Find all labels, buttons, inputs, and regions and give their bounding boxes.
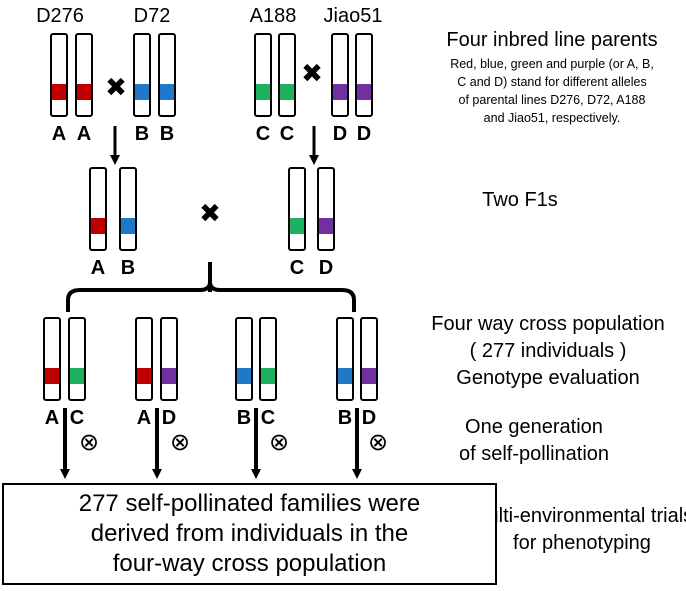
- families-box-text: 277 self-pollinated families were derive…: [79, 489, 421, 579]
- allele-label-d: D: [162, 407, 176, 429]
- allele-label-b: B: [338, 407, 352, 429]
- allele-band-b: [237, 368, 251, 384]
- parent-d276-chromosome-2: [75, 33, 93, 117]
- parents-note-line: C and D) stand for different alleles: [457, 75, 646, 89]
- selfing-symbol: ⊗: [170, 429, 190, 456]
- fwc-bd-chromosome-b: [336, 317, 354, 401]
- allele-label-b: B: [160, 123, 174, 145]
- allele-label-d: D: [362, 407, 376, 429]
- allele-label-d: D: [357, 123, 371, 145]
- families-box-line: four-way cross population: [112, 550, 387, 577]
- fwc-ad-chromosome-a: [135, 317, 153, 401]
- allele-band-d: [162, 368, 176, 384]
- f1-title: Two F1s: [482, 189, 558, 211]
- allele-band-a: [52, 84, 66, 100]
- curly-bracket: [66, 281, 356, 312]
- allele-band-b: [160, 84, 174, 100]
- parents-note-line: and Jiao51, respectively.: [484, 111, 621, 125]
- fwc-bc-chromosome-b: [235, 317, 253, 401]
- parents-title: Four inbred line parents: [446, 29, 657, 51]
- fwc-title-line: ( 277 individuals ): [470, 340, 627, 362]
- parent-label-jiao51: Jiao51: [324, 5, 383, 27]
- fwc-ac-chromosome-a: [43, 317, 61, 401]
- parent-d276-chromosome-1: [50, 33, 68, 117]
- allele-band-a: [137, 368, 151, 384]
- met-title-line: Multi-environmental trials: [471, 505, 686, 527]
- allele-label-b: B: [237, 407, 251, 429]
- cross-symbol: ✖: [301, 58, 323, 88]
- parent-a188-chromosome-1: [254, 33, 272, 117]
- cross-symbol: ✖: [199, 198, 221, 228]
- allele-band-a: [45, 368, 59, 384]
- selfing-title-line: of self-pollination: [459, 443, 609, 465]
- parent-d72-chromosome-1: [133, 33, 151, 117]
- fwc-bd-chromosome-d: [360, 317, 378, 401]
- families-box-line: 277 self-pollinated families were: [78, 490, 421, 517]
- fwc-ac-chromosome-c: [68, 317, 86, 401]
- allele-label-a: A: [137, 407, 151, 429]
- allele-band-c: [280, 84, 294, 100]
- allele-band-b: [135, 84, 149, 100]
- parent-jiao51-chromosome-1: [331, 33, 349, 117]
- cross-symbol: ✖: [105, 72, 127, 102]
- allele-label-c: C: [290, 257, 304, 279]
- parent-a188-chromosome-2: [278, 33, 296, 117]
- allele-band-c: [70, 368, 84, 384]
- f1-ab-chromosome-a: [89, 167, 107, 251]
- selfing-symbol: ⊗: [79, 429, 99, 456]
- allele-label-c: C: [280, 123, 294, 145]
- fwc-ad-chromosome-d: [160, 317, 178, 401]
- allele-label-c: C: [70, 407, 84, 429]
- allele-band-d: [319, 218, 333, 234]
- allele-band-c: [256, 84, 270, 100]
- allele-band-a: [77, 84, 91, 100]
- allele-band-b: [338, 368, 352, 384]
- allele-label-a: A: [77, 123, 91, 145]
- met-title-line: for phenotyping: [513, 532, 651, 554]
- parents-note-line: Red, blue, green and purple (or A, B,: [450, 57, 654, 71]
- families-box: 277 self-pollinated families were derive…: [2, 483, 497, 585]
- fwc-title-line: Genotype evaluation: [456, 367, 639, 389]
- allele-band-c: [261, 368, 275, 384]
- selfing-symbol: ⊗: [368, 429, 388, 456]
- selfing-title-line: One generation: [465, 416, 603, 438]
- allele-label-b: B: [121, 257, 135, 279]
- allele-label-a: A: [45, 407, 59, 429]
- selfing-symbol: ⊗: [269, 429, 289, 456]
- allele-band-d: [357, 84, 371, 100]
- allele-label-a: A: [91, 257, 105, 279]
- allele-label-d: D: [319, 257, 333, 279]
- fwc-title-line: Four way cross population: [431, 313, 664, 335]
- allele-label-b: B: [135, 123, 149, 145]
- allele-label-a: A: [52, 123, 66, 145]
- allele-label-c: C: [256, 123, 270, 145]
- f1-cd-chromosome-c: [288, 167, 306, 251]
- allele-band-d: [333, 84, 347, 100]
- allele-band-d: [362, 368, 376, 384]
- allele-band-c: [290, 218, 304, 234]
- parent-label-a188: A188: [250, 5, 297, 27]
- parent-d72-chromosome-2: [158, 33, 176, 117]
- allele-band-b: [121, 218, 135, 234]
- allele-label-d: D: [333, 123, 347, 145]
- allele-band-a: [91, 218, 105, 234]
- fwc-bc-chromosome-c: [259, 317, 277, 401]
- parent-jiao51-chromosome-2: [355, 33, 373, 117]
- parent-label-d72: D72: [134, 5, 171, 27]
- families-box-line: derived from individuals in the: [90, 520, 409, 547]
- parents-note-line: of parental lines D276, D72, A188: [459, 93, 646, 107]
- parent-label-d276: D276: [36, 5, 84, 27]
- f1-cd-chromosome-d: [317, 167, 335, 251]
- allele-label-c: C: [261, 407, 275, 429]
- f1-ab-chromosome-b: [119, 167, 137, 251]
